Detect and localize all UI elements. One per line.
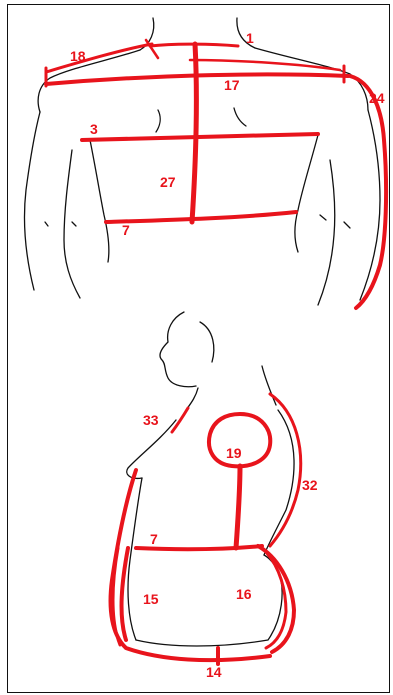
measure-line-shoulder bbox=[46, 44, 152, 72]
measure-line-bust-slope bbox=[172, 408, 188, 432]
label-back-hip: 16 bbox=[236, 586, 252, 602]
back-blade-right bbox=[234, 108, 246, 126]
back-torso-right-side bbox=[295, 135, 318, 252]
side-measure-lines bbox=[111, 394, 301, 664]
back-mark-left-2 bbox=[72, 222, 76, 226]
label-back-width: 17 bbox=[224, 77, 240, 93]
label-armhole: 19 bbox=[226, 445, 242, 461]
back-mark-right-2 bbox=[320, 215, 326, 220]
side-neck-back bbox=[262, 366, 276, 405]
back-right-shoulder-outline bbox=[255, 48, 368, 110]
label-waist-back: 7 bbox=[122, 222, 130, 238]
measure-line-front-inner bbox=[122, 548, 128, 640]
label-bust: 33 bbox=[143, 412, 159, 428]
measure-line-front-outer bbox=[111, 470, 270, 660]
back-mark-left-1 bbox=[45, 222, 48, 226]
back-right-arm-inner bbox=[318, 160, 335, 305]
side-head-outline bbox=[160, 312, 196, 387]
measure-line-waist bbox=[106, 212, 296, 222]
side-head-back bbox=[200, 322, 214, 362]
back-left-arm-inner bbox=[64, 150, 80, 298]
label-front-hip: 15 bbox=[143, 591, 159, 607]
label-side-back: 32 bbox=[302, 477, 318, 493]
measure-line-back-hip bbox=[258, 546, 294, 652]
measure-line-side-back bbox=[270, 394, 301, 546]
measure-line-back-length bbox=[192, 44, 196, 222]
measure-line-back-hip-inner bbox=[266, 552, 286, 648]
measure-line-armhole-drop bbox=[236, 466, 240, 548]
measure-line-chest bbox=[82, 134, 318, 140]
back-torso-left-side bbox=[90, 140, 109, 262]
side-front-body bbox=[128, 478, 142, 640]
label-chest: 3 bbox=[90, 121, 98, 137]
label-crotch: 14 bbox=[206, 664, 222, 680]
back-mark-right-1 bbox=[344, 222, 350, 228]
label-waist-side: 7 bbox=[150, 531, 158, 547]
label-shoulder: 18 bbox=[70, 48, 86, 64]
label-back-length: 27 bbox=[160, 174, 176, 190]
back-left-arm-outline bbox=[24, 112, 40, 290]
label-neck: 1 bbox=[246, 30, 254, 46]
back-blade-left bbox=[156, 110, 160, 132]
label-arm: 24 bbox=[369, 90, 385, 106]
measure-line-upper-back bbox=[190, 60, 340, 70]
